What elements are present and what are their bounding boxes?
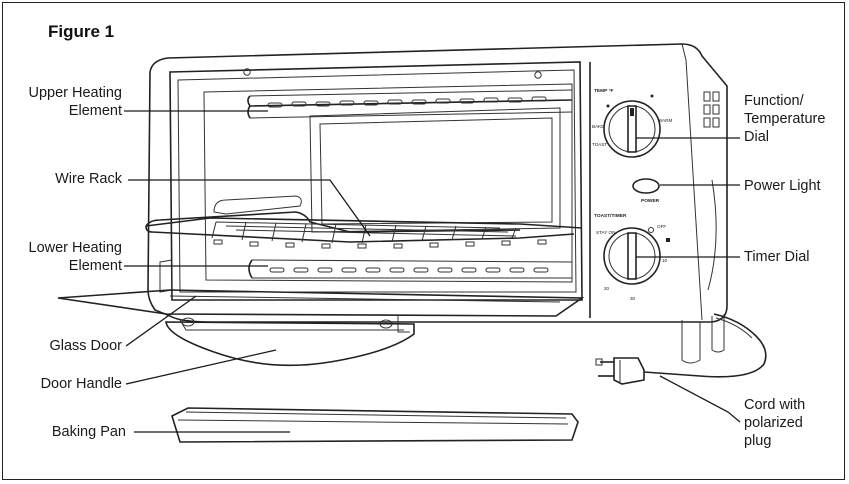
upper-heating-element-label-line1: Upper Heating [29, 85, 123, 101]
temperature-dial: TEMP °F BAKE TOAST WARM [592, 88, 673, 158]
timer-10-mark: 10 [662, 258, 668, 263]
wire-rack-label: Wire Rack [55, 171, 123, 187]
stay-on-mark: STAY ON [596, 230, 615, 235]
lower-heating-element-label-line1: Lower Heating [29, 240, 123, 256]
cord-and-plug [595, 313, 767, 385]
timer-20-mark: 20 [604, 286, 610, 291]
upper-element-slots [267, 96, 547, 108]
cord-label-line2: polarized [744, 415, 803, 431]
oven-illustration: TEMP °F BAKE TOAST WARM POWER TOAST/TIME… [57, 43, 767, 443]
function-temperature-dial-label-line3: Dial [744, 129, 769, 145]
door-handle-label: Door Handle [41, 376, 122, 392]
leader-lines [124, 110, 741, 433]
baking-pan-label: Baking Pan [52, 424, 126, 440]
power-light-label: Power Light [744, 178, 821, 194]
temp-header-mark: TEMP °F [594, 88, 613, 94]
lower-heating-element-label-line2: Element [69, 258, 122, 274]
wire-rack-shape [145, 211, 583, 249]
cord-label-line1: Cord with [744, 397, 805, 413]
rack-feet [213, 239, 547, 249]
timer-dial-label: Timer Dial [744, 249, 810, 265]
rack-bars [211, 221, 517, 244]
side-vents [703, 91, 720, 128]
power-mark: POWER [641, 198, 660, 204]
power-light: POWER [632, 178, 660, 204]
cord-label-line3: plug [744, 433, 771, 449]
warm-mark: WARM [658, 118, 673, 123]
off-mark: OFF [657, 224, 666, 229]
baking-pan [171, 407, 579, 443]
function-temperature-dial-label-line1: Function/ [744, 93, 805, 109]
glass-door-label: Glass Door [49, 338, 122, 354]
toast-timer-mark: TOAST/TIMER [594, 213, 627, 219]
timer-30-mark: 30 [630, 296, 636, 301]
function-temperature-dial-label-line2: Temperature [744, 111, 825, 127]
timer-dial: TOAST/TIMER STAY ON OFF 10 20 30 [594, 213, 670, 301]
lower-element-slots [269, 267, 549, 273]
bake-mark: BAKE [592, 124, 604, 129]
upper-heating-element-label-line2: Element [69, 103, 122, 119]
toast-mark: TOAST [592, 142, 607, 147]
figure-title: Figure 1 [48, 22, 114, 41]
